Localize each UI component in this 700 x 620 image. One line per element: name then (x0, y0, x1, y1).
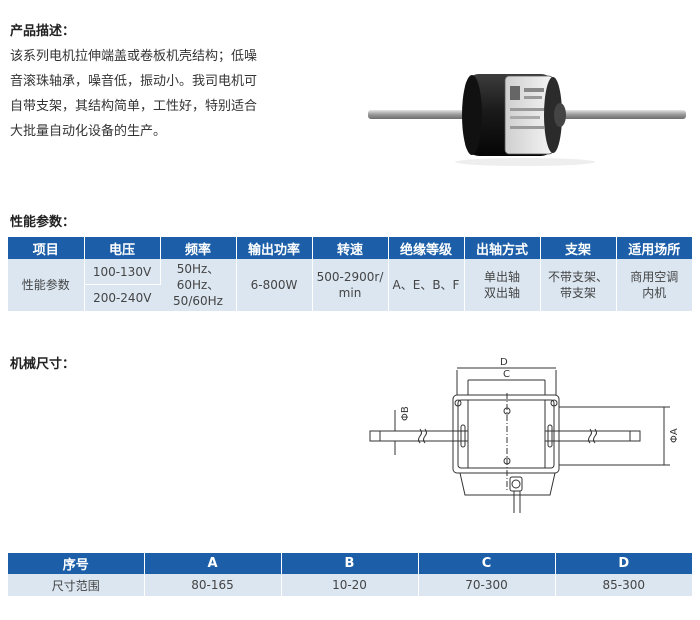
voltage-high: 200-240V (84, 284, 160, 312)
description-line: 自带支架，其结构简单，工性好，特别适合 (10, 99, 258, 114)
dim-label-c: C (503, 369, 510, 380)
dimension-row: 尺寸范围 80-165 10-20 70-300 85-300 (8, 574, 692, 596)
performance-row-2: 200-240V (8, 284, 692, 312)
header-shaft: 出轴方式 (464, 237, 541, 259)
application-line: 内机 (642, 286, 667, 300)
dim-value-b: 10-20 (281, 574, 419, 596)
speed-cell: 500-2900r/ min (312, 259, 389, 312)
description-title: 产品描述： (10, 24, 76, 39)
description-line: 音滚珠轴承，噪音低，振动小。我司电机可 (10, 74, 258, 89)
performance-row-1: 性能参数 100-130V 50Hz、 60Hz、 50/60Hz 6-800W… (8, 259, 692, 312)
dimension-table: 序号 A B C D 尺寸范围 80-165 10-20 70-300 85-3… (8, 553, 692, 596)
insulation-cell: A、E、B、F (388, 259, 465, 312)
dim-value-d: 85-300 (555, 574, 692, 596)
shaft-line: 双出轴 (483, 286, 520, 300)
application-line: 商用空调 (630, 270, 679, 284)
row-label: 性能参数 (8, 259, 85, 312)
header-item: 项目 (8, 237, 85, 259)
header-speed: 转速 (312, 237, 389, 259)
dim-value-a: 80-165 (144, 574, 282, 596)
dim-row-label: 尺寸范围 (8, 574, 145, 596)
speed-line: 500-2900r/ (316, 270, 384, 284)
performance-table: 项目 电压 频率 输出功率 转速 绝缘等级 出轴方式 支架 适用场所 性能参数 … (8, 237, 692, 312)
frequency-line: 50/60Hz (173, 294, 223, 308)
description-text: 该系列电机拉伸端盖或卷板机壳结构；低噪 音滚珠轴承，噪音低，振动小。我司电机可 … (10, 44, 295, 144)
dim-label-a: ΦA (669, 428, 680, 443)
frequency-line: 50Hz、 (176, 262, 220, 276)
motor-product-image (368, 74, 686, 166)
description-line: 大批量自动化设备的生产。 (10, 124, 167, 139)
shaft-line: 单出轴 (483, 270, 520, 284)
voltage-low: 100-130V (84, 259, 161, 286)
application-cell: 商用空调 内机 (616, 259, 692, 312)
frequency-line: 60Hz、 (176, 278, 220, 292)
performance-title: 性能参数： (10, 215, 76, 230)
header-voltage: 电压 (84, 237, 161, 259)
header-bracket: 支架 (540, 237, 617, 259)
frequency-cell: 50Hz、 60Hz、 50/60Hz (160, 259, 237, 312)
dim-value-c: 70-300 (418, 574, 556, 596)
dim-label-d: D (500, 357, 508, 368)
shaft-cell: 单出轴 双出轴 (464, 259, 541, 312)
dimension-header-row: 序号 A B C D (8, 553, 692, 574)
dim-header-b: B (281, 553, 419, 574)
description-line: 该系列电机拉伸端盖或卷板机壳结构；低噪 (10, 49, 258, 64)
dim-header-index: 序号 (8, 553, 145, 574)
header-frequency: 频率 (160, 237, 237, 259)
dim-header-c: C (418, 553, 556, 574)
performance-header-row: 项目 电压 频率 输出功率 转速 绝缘等级 出轴方式 支架 适用场所 (8, 237, 692, 259)
dim-header-a: A (144, 553, 282, 574)
bracket-line: 不带支架、 (547, 270, 608, 284)
power-cell: 6-800W (236, 259, 313, 312)
header-power: 输出功率 (236, 237, 313, 259)
dim-header-d: D (555, 553, 692, 574)
dim-label-b: ΦB (400, 406, 411, 421)
mechanical-drawing: D C ΦB ΦA (369, 357, 680, 513)
speed-line: min (338, 286, 362, 300)
bracket-line: 带支架 (559, 286, 596, 300)
bracket-cell: 不带支架、 带支架 (540, 259, 617, 312)
header-insulation: 绝缘等级 (388, 237, 465, 259)
mechanical-title: 机械尺寸： (10, 357, 76, 372)
header-application: 适用场所 (616, 237, 692, 259)
